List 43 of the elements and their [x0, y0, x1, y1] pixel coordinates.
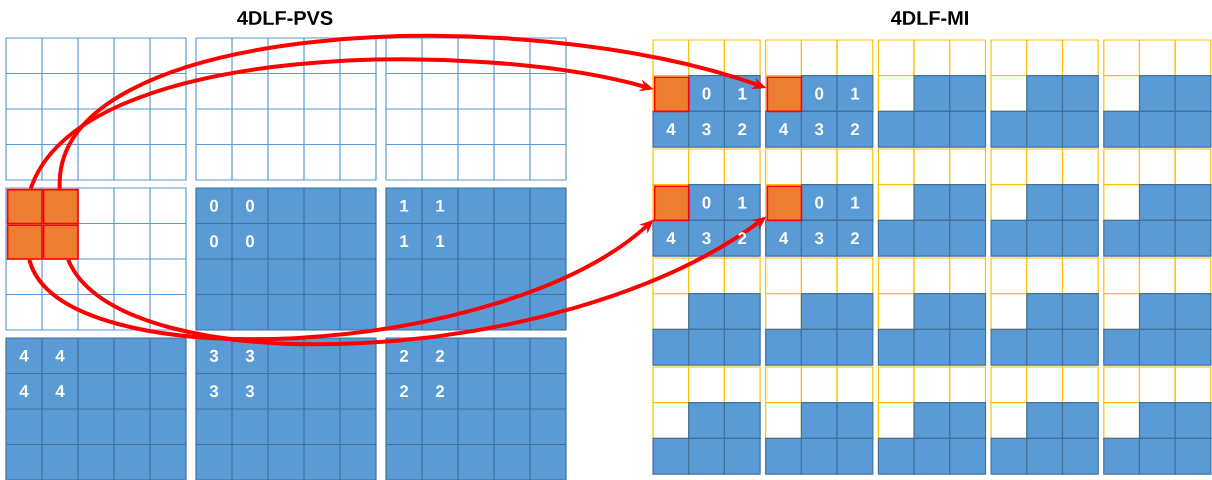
cell-number: 1 [400, 199, 409, 212]
highlighted-cell [6, 188, 43, 225]
cell-number: 1 [851, 87, 860, 100]
cell-number: 1 [436, 235, 445, 247]
cell-number: 3 [814, 232, 824, 245]
cell-number: 4 [55, 349, 65, 362]
cell-number: 2 [850, 123, 860, 136]
cell-number: 2 [738, 123, 747, 136]
highlighted-cell [6, 224, 43, 260]
cell-number: 3 [209, 385, 219, 398]
cell-number: 3 [814, 123, 824, 136]
cell-number: 2 [399, 385, 409, 398]
cell-number: 1 [851, 196, 860, 209]
highlighted-cell [42, 188, 79, 225]
highlighted-cell [653, 76, 690, 113]
cell-number: 0 [702, 87, 711, 100]
cell-number: 2 [738, 232, 747, 245]
cell-number: 1 [436, 199, 445, 212]
cell-number: 0 [245, 235, 254, 248]
cell-number: 4 [19, 385, 29, 397]
cell-number: 3 [209, 349, 219, 362]
cell-number: 1 [738, 87, 747, 100]
cell-number: 2 [399, 349, 409, 362]
cell-number: 2 [850, 232, 860, 245]
highlighted-cell [42, 224, 79, 260]
cell-number: 2 [435, 385, 445, 398]
cell-number: 3 [245, 349, 255, 362]
cell-number: 0 [245, 199, 254, 212]
highlighted-cell [766, 185, 803, 222]
cell-number: 4 [19, 349, 29, 362]
cell-number: 3 [702, 232, 711, 245]
cell-number: 2 [435, 349, 445, 362]
cell-number: 3 [245, 385, 255, 398]
cell-number: 0 [209, 199, 218, 212]
cell-number: 1 [400, 235, 409, 247]
cell-number: 0 [209, 235, 218, 248]
cell-number: 4 [55, 385, 65, 397]
highlighted-cell [653, 185, 690, 222]
heading: 4DLF-MI [891, 11, 968, 25]
cell-number: 1 [738, 196, 747, 209]
highlighted-cell [766, 76, 803, 113]
heading: 4DLF-PVS [237, 10, 333, 26]
cell-number: 3 [702, 123, 711, 136]
